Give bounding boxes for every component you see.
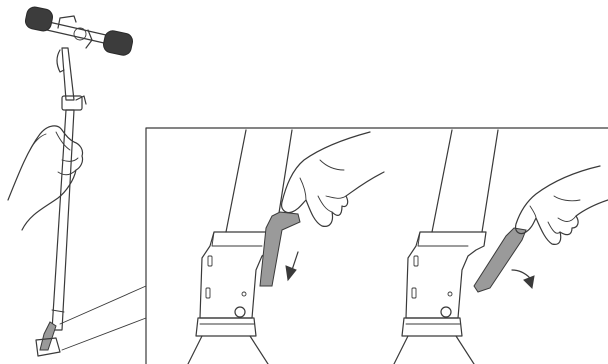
folding-joint <box>406 232 486 318</box>
hand-icon <box>516 166 608 244</box>
folding-lever-icon <box>36 322 60 356</box>
detail-rotate-lever <box>394 130 608 364</box>
handlebar <box>24 6 134 57</box>
detail-press-lever <box>188 130 384 364</box>
arrow-curved-icon <box>512 270 534 288</box>
hand-icon <box>8 126 83 230</box>
right-grip <box>102 29 134 56</box>
zoom-callout-lines <box>60 286 146 350</box>
arrow-down-icon <box>286 252 298 280</box>
hand-icon <box>282 132 384 226</box>
scooter-overview <box>8 6 146 356</box>
folding-lever-icon <box>260 212 300 286</box>
left-grip <box>24 6 54 33</box>
folding-lever-icon <box>474 228 526 292</box>
stem <box>52 48 86 330</box>
